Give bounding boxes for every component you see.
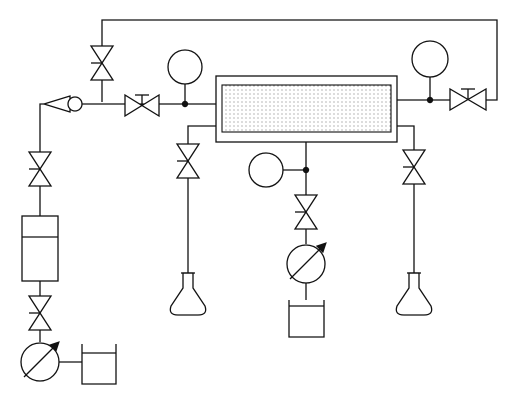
pressure-gauge-right-icon: [411, 40, 449, 78]
reservoir-cylinder: [21, 190, 59, 282]
valve-feed-icon: [27, 151, 53, 187]
beaker-left-icon: [81, 344, 117, 385]
pump-left-icon: [20, 341, 60, 382]
packed-column: [215, 75, 398, 143]
junction-node: [302, 166, 310, 174]
beaker-center-icon: [288, 300, 325, 338]
pressure-gauge-center-icon: [248, 152, 284, 188]
valve-main-icon: [124, 93, 160, 118]
valve-center-branch-icon: [293, 194, 319, 230]
flask-right-icon: [395, 272, 433, 316]
column-packing: [221, 84, 392, 133]
pressure-gauge-left-icon: [167, 49, 203, 85]
valve-bottom-left-icon: [27, 295, 53, 331]
valve-right-branch-icon: [401, 149, 427, 185]
piping: [39, 19, 498, 363]
right-branch-pipe: [397, 125, 415, 273]
left-branch-pipe: [187, 125, 216, 273]
flask-left-icon: [169, 272, 207, 316]
valve-outlet-icon: [449, 87, 487, 112]
check-valve-icon: [41, 95, 83, 113]
junction-node: [426, 96, 434, 104]
junction-node: [181, 100, 189, 108]
valve-left-branch-icon: [175, 143, 201, 179]
pump-center-icon: [286, 242, 327, 284]
valve-bypass-icon: [89, 45, 115, 81]
